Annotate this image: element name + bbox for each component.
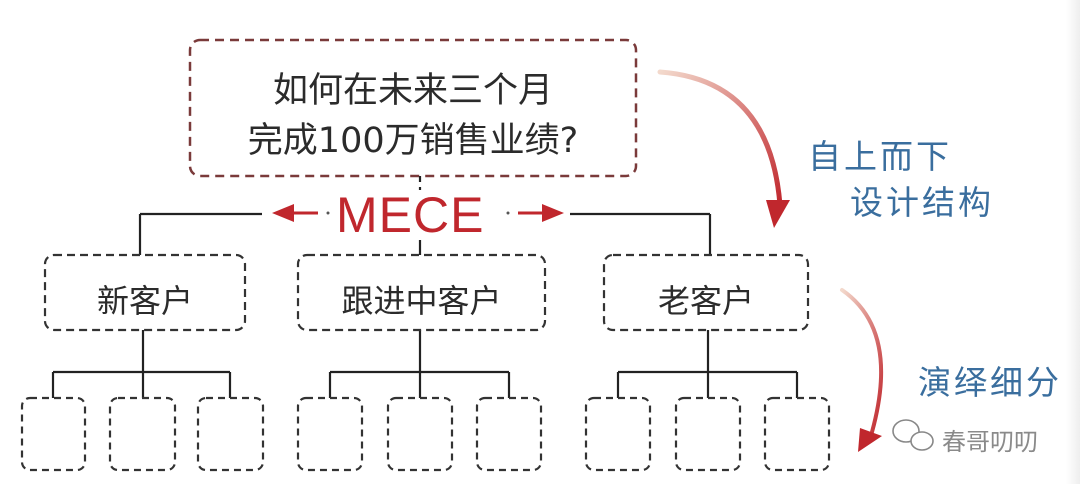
root-question-line2: 完成100万销售业绩? bbox=[247, 121, 579, 161]
leaf-box bbox=[584, 396, 652, 472]
leaf-box bbox=[196, 396, 265, 472]
leaf-box bbox=[386, 396, 454, 472]
root-question-line1: 如何在未来三个月 bbox=[272, 71, 553, 111]
annotation-top-down: 自上而下 bbox=[808, 137, 952, 176]
deduction-curved-arrow bbox=[840, 288, 884, 452]
mece-right-arrow bbox=[506, 204, 564, 222]
annotation-deduction: 演绎细分 bbox=[918, 363, 1062, 402]
branch-label-new: 新客户 bbox=[96, 282, 193, 320]
branch-box-new bbox=[43, 253, 247, 332]
leaf-box bbox=[296, 396, 364, 472]
branch-box-following bbox=[296, 253, 547, 332]
annotation-design-structure: 设计结构 bbox=[850, 183, 994, 222]
branch-label-following: 跟进中客户 bbox=[341, 282, 502, 320]
leaf-boxes bbox=[20, 396, 831, 472]
wechat-icon bbox=[892, 419, 934, 451]
mece-label: MECE bbox=[336, 187, 485, 243]
branch-box-old bbox=[602, 253, 810, 332]
connectors bbox=[51, 176, 799, 398]
leaf-box bbox=[20, 396, 87, 472]
branch-label-old: 老客户 bbox=[657, 282, 754, 320]
top-down-curved-arrow bbox=[657, 69, 790, 228]
watermark: 春哥叨叨 bbox=[942, 428, 1038, 456]
root-box bbox=[188, 38, 638, 178]
leaf-box bbox=[475, 396, 543, 472]
leaf-box bbox=[763, 396, 831, 472]
right-edge-shadow bbox=[1066, 0, 1080, 484]
leaf-box bbox=[674, 396, 742, 472]
mece-left-arrow bbox=[272, 204, 330, 222]
leaf-box bbox=[108, 396, 177, 472]
